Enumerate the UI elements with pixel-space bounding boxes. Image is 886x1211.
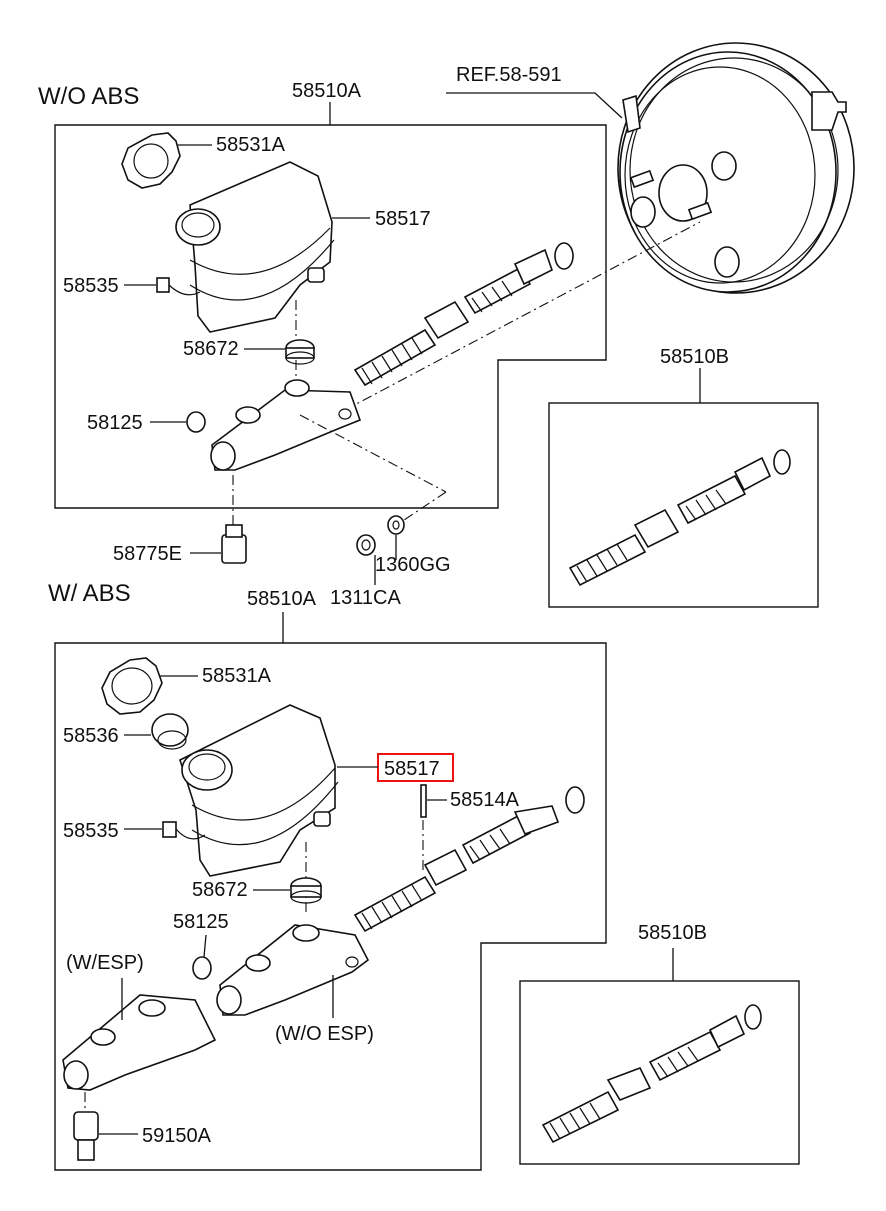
assembly-frame-top	[54, 124, 607, 509]
grommet-58672-bottom	[290, 877, 322, 904]
section-label-w-abs: W/ ABS	[48, 580, 131, 607]
piston-kit-bottom	[541, 1004, 762, 1144]
sensor-58535-top	[156, 277, 201, 296]
valve-58775e	[221, 524, 247, 564]
label-58531a-top[interactable]: 58531A	[216, 134, 286, 156]
label-58517-bottom[interactable]: 58517	[384, 758, 440, 780]
label-58531a-bottom[interactable]: 58531A	[202, 665, 272, 687]
piston-assembly-top	[353, 242, 574, 387]
plug-58125-top	[186, 411, 206, 433]
label-58510b-top[interactable]: 58510B	[660, 346, 729, 368]
label-58510b-bottom[interactable]: 58510B	[638, 922, 707, 944]
label-58125-bottom[interactable]: 58125	[173, 911, 229, 933]
label-58510a-top[interactable]: 58510A	[292, 80, 362, 102]
pin-58514a	[420, 784, 427, 818]
label-58672-top[interactable]: 58672	[183, 338, 239, 360]
label-58535-top[interactable]: 58535	[63, 275, 119, 297]
label-1311ca[interactable]: 1311CA	[330, 587, 401, 609]
kit-frame-bottom	[519, 980, 800, 1165]
cap-58531a-bottom	[101, 657, 163, 715]
label-59150a[interactable]: 59150A	[142, 1125, 212, 1147]
centerline-mount-b	[397, 491, 447, 525]
label-1360gg[interactable]: 1360GG	[375, 554, 451, 576]
label-ref-58-591[interactable]: REF.58-591	[456, 64, 562, 86]
assembly-frame-bottom	[54, 642, 607, 1171]
grommet-58672-top	[285, 339, 315, 365]
reservoir-58517-top	[175, 161, 335, 333]
label-58775e[interactable]: 58775E	[113, 543, 182, 565]
nut-1311ca	[356, 534, 376, 556]
section-label-wo-abs: W/O ABS	[38, 83, 139, 110]
piston-kit-top	[568, 449, 791, 587]
label-58517-top[interactable]: 58517	[375, 208, 431, 230]
label-w-esp[interactable]: (W/ESP)	[66, 952, 144, 974]
reservoir-58517-bottom	[179, 704, 339, 877]
label-58536[interactable]: 58536	[63, 725, 119, 747]
label-58535-bottom[interactable]: 58535	[63, 820, 119, 842]
strainer-58536	[151, 713, 189, 750]
label-58672-bottom[interactable]: 58672	[192, 879, 248, 901]
switch-59150a	[73, 1111, 99, 1161]
label-58125-top[interactable]: 58125	[87, 412, 143, 434]
sensor-58535-bottom	[162, 821, 206, 840]
leader-ref	[446, 92, 623, 119]
label-58514a[interactable]: 58514A	[450, 789, 520, 811]
master-cylinder-w-esp	[62, 994, 217, 1091]
cap-58531a-top	[121, 132, 181, 189]
plug-58125-bottom	[192, 956, 212, 980]
kit-frame-top	[548, 402, 819, 608]
label-wo-esp[interactable]: (W/O ESP)	[275, 1023, 374, 1045]
centerline-mount-a	[299, 414, 447, 493]
master-cylinder-wo-esp	[216, 924, 370, 1016]
centerline-top-booster	[344, 221, 701, 411]
label-58510a-bottom[interactable]: 58510A	[247, 588, 317, 610]
washer-1360gg	[387, 515, 405, 535]
leader-58125-bottom	[203, 934, 207, 958]
piston-assembly-bottom	[353, 786, 585, 933]
master-cylinder-top	[210, 379, 362, 471]
brake-booster	[617, 42, 855, 294]
